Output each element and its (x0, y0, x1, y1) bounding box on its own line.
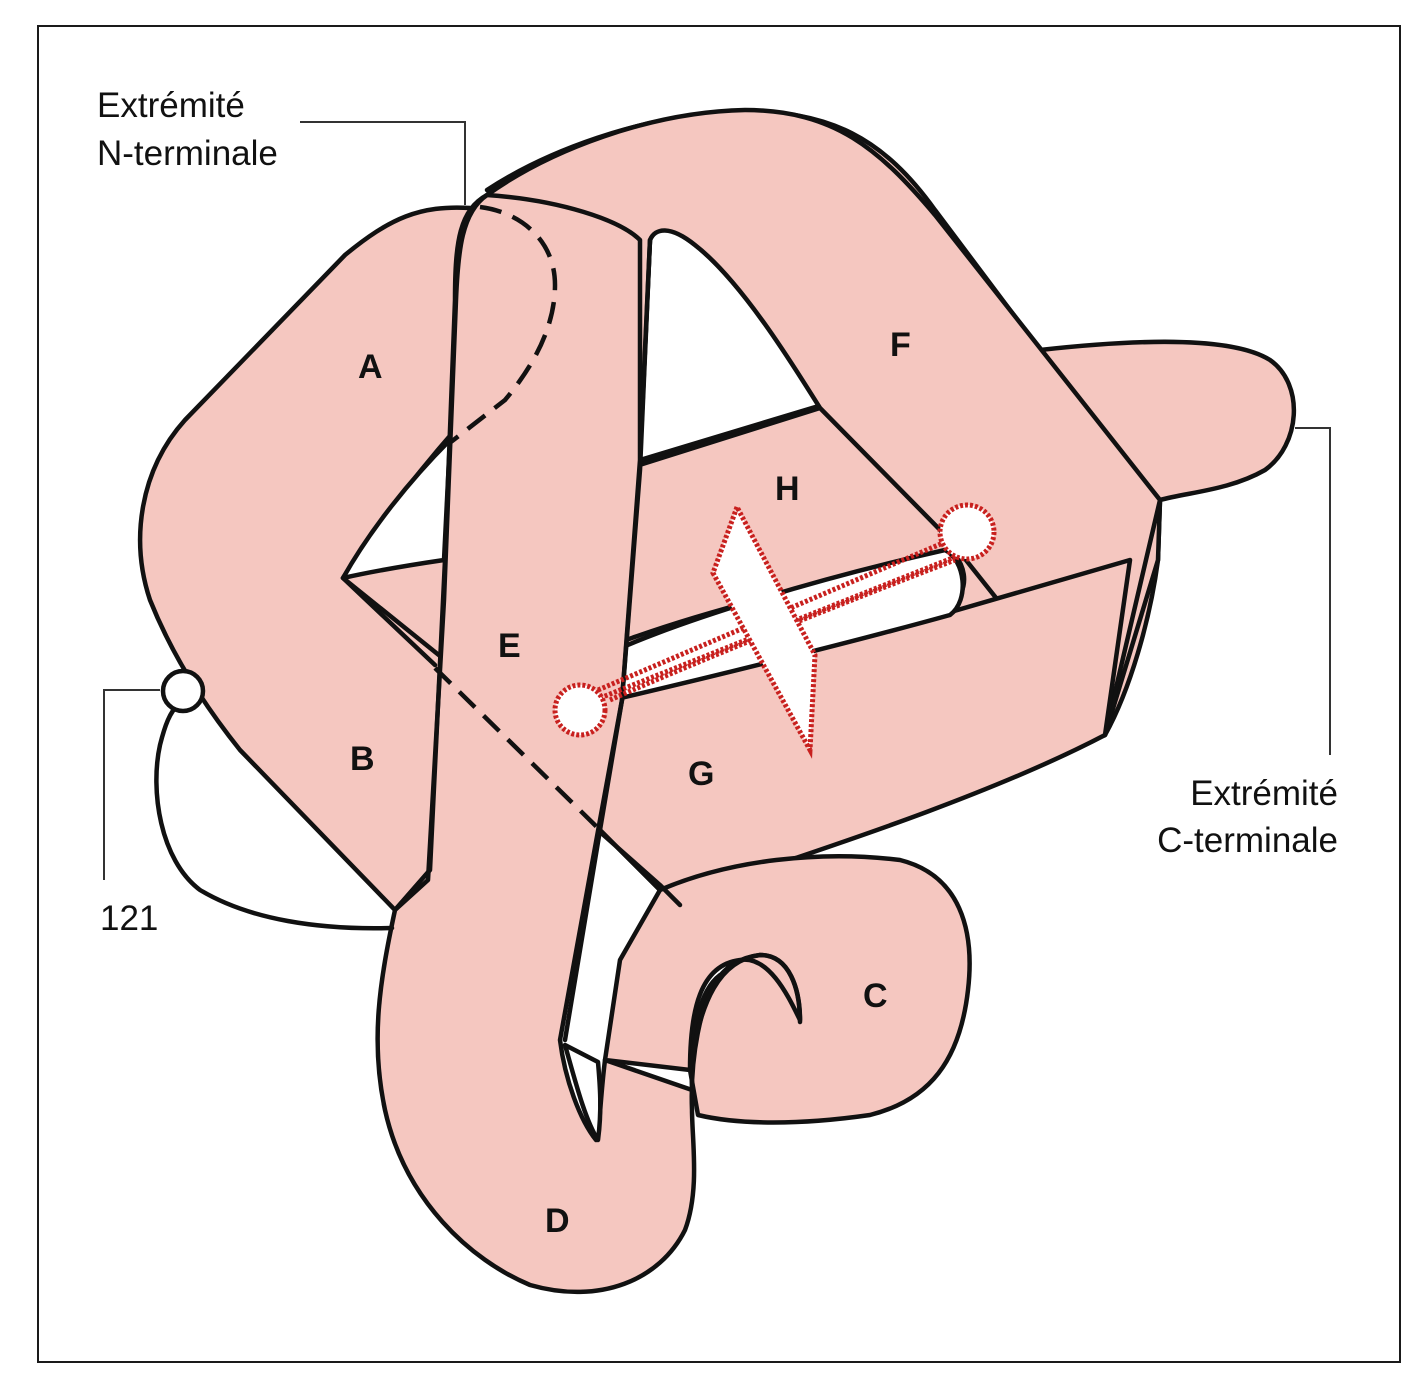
strand-g-d-edge (597, 829, 683, 908)
c-terminus-label-line1: Extrémité (1190, 774, 1338, 813)
heme-plane (710, 500, 818, 759)
helix-label-b: B (350, 740, 375, 778)
helix-label-d: D (545, 1202, 570, 1240)
residue-121-label: 121 (100, 899, 158, 938)
strand-c-curl (687, 952, 803, 1073)
strand-b-edge (340, 575, 438, 668)
helix-label-f: F (890, 326, 911, 364)
loop-residue-121 (154, 702, 395, 931)
figure-frame (37, 25, 1401, 1363)
hidden-n-terminal-path (445, 204, 558, 447)
helix-label-g: G (688, 755, 714, 793)
n-terminus-leader (300, 121, 466, 205)
c-terminus-leader (1295, 427, 1331, 755)
strand-e-right-edge (562, 237, 653, 1043)
n-terminus-label-line1: Extrémité (97, 86, 245, 125)
heme-group (552, 500, 997, 759)
heme-ligand-left (552, 682, 608, 738)
heme-ligand-right (937, 502, 997, 562)
residue-121-leader (103, 689, 160, 880)
helix-label-a: A (358, 348, 383, 386)
helix-label-c: C (863, 977, 888, 1015)
helix-label-e: E (498, 627, 521, 665)
n-terminus-label-line2: N-terminale (97, 134, 278, 173)
helix-label-h: H (775, 470, 800, 508)
c-terminus-label-line2: C-terminale (1157, 821, 1338, 860)
hidden-b-segment (433, 666, 602, 832)
strand-e-left-edge (392, 192, 490, 913)
residue-121-marker (160, 668, 206, 714)
heme-bond-lower (599, 552, 961, 701)
helix-e-d-body (375, 192, 723, 1295)
hole-d-notch (562, 1042, 603, 1143)
